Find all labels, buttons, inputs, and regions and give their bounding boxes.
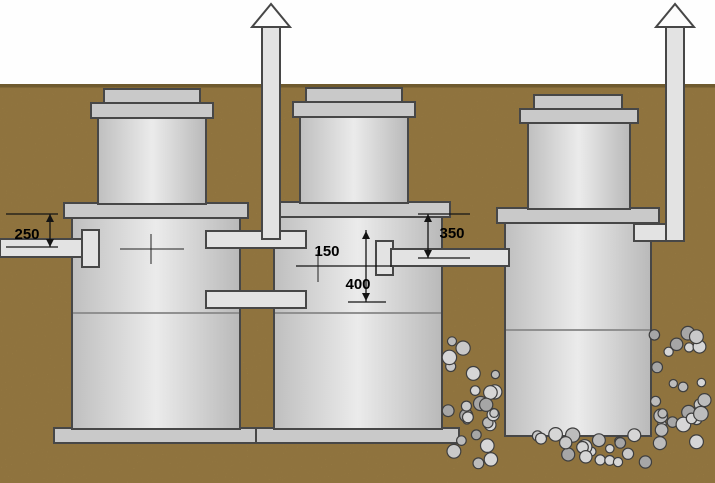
tank1-cover — [103, 88, 201, 104]
gravel-stone — [479, 397, 494, 412]
gravel-stone — [594, 454, 606, 466]
tank3-top-slab — [496, 207, 660, 224]
vent-pipe-left-riser — [261, 25, 281, 240]
centerline-crosshair-tank1 — [120, 234, 184, 264]
vent-pipe-right-riser — [665, 25, 685, 242]
tank1-base-slab — [53, 427, 258, 444]
gravel-stone — [483, 452, 499, 467]
dimension-350: 350 — [418, 213, 470, 259]
dim-250-label: 250 — [14, 226, 39, 243]
dim-400-label: 400 — [345, 276, 370, 293]
gravel-stone — [465, 365, 481, 381]
gravel-stone — [654, 423, 669, 437]
dim-arrow-down — [46, 239, 54, 247]
sky — [0, 0, 715, 86]
gravel-stone — [441, 404, 455, 418]
gravel-stone — [652, 436, 668, 451]
gravel-stone — [469, 385, 481, 397]
gravel-stone — [677, 381, 689, 393]
gravel-stone — [460, 400, 472, 412]
gravel-stone — [638, 455, 653, 469]
vent-pipe-left — [249, 2, 293, 240]
dimension-250: 250 — [6, 213, 58, 248]
gravel-stone — [648, 329, 661, 341]
gravel-stone — [627, 428, 642, 443]
tank3-riser — [527, 121, 631, 210]
dim-arrow-up — [46, 214, 54, 222]
septic-tank-1 — [53, 88, 258, 444]
tank2-cover — [305, 87, 403, 103]
gravel-stone — [455, 340, 471, 356]
vent-cap-left-arrow-icon — [249, 2, 293, 28]
gravel-stone — [472, 457, 485, 470]
tank1-riser — [97, 116, 207, 205]
tank2-lid-plate — [292, 101, 416, 118]
gravel-stone — [657, 408, 668, 419]
inlet-tee-fitting — [81, 229, 100, 268]
gravel-stone — [470, 429, 482, 441]
tank1-top-slab — [63, 202, 249, 219]
gravel-stone — [490, 369, 501, 380]
gravel-stone — [696, 377, 707, 388]
gravel-stone — [591, 433, 606, 448]
tank2-base-slab — [255, 427, 460, 444]
gravel-stone — [578, 449, 593, 464]
gravel-stone — [534, 432, 548, 445]
gravel-stone — [561, 447, 576, 462]
gravel-drainage — [441, 325, 712, 470]
gravel-stone — [693, 405, 709, 422]
gravel-stone — [441, 349, 458, 366]
gravel-stone — [461, 411, 474, 424]
inlet-pipe — [0, 238, 87, 258]
gravel-stone — [604, 443, 615, 454]
gravel-stone — [688, 329, 704, 345]
gravel-stone — [651, 361, 664, 374]
gravel-stone — [548, 427, 563, 442]
gravel-stone — [688, 434, 704, 450]
gravel-stone — [612, 456, 624, 468]
gravel-stone — [446, 443, 462, 459]
dim-arrow-down — [362, 293, 370, 301]
gravel-stone — [697, 393, 712, 408]
gravel-stone — [649, 395, 662, 407]
gravel-stone — [483, 385, 498, 400]
gravel-stone — [614, 437, 627, 449]
dim-arrow-up — [424, 214, 432, 222]
gravel-stone — [621, 447, 635, 460]
gravel-stone — [668, 378, 679, 389]
gravel-stone — [479, 438, 495, 454]
tank2-riser — [299, 115, 409, 204]
tank3-cover — [533, 94, 623, 110]
dim-350-label: 350 — [439, 225, 464, 242]
gravel-stone — [683, 342, 695, 353]
vent-cap-right-arrow-icon — [653, 2, 697, 28]
gravel-stone — [446, 336, 458, 347]
gravel-stone — [559, 436, 573, 450]
dim-150-label: 150 — [314, 243, 339, 260]
vent-pipe-right — [633, 2, 697, 242]
tank3-lid-plate — [519, 108, 639, 124]
overflow-pipe-upper — [205, 230, 307, 249]
tank2-top-slab — [265, 201, 451, 218]
ground-surface-line — [0, 84, 715, 88]
gravel-stone — [663, 346, 674, 357]
overflow-pipe-lower — [205, 290, 307, 309]
gravel-stone — [456, 435, 467, 447]
tank1-lid-plate — [90, 102, 214, 119]
dim-arrow-up — [362, 231, 370, 239]
dim-arrow-down — [424, 250, 432, 258]
drainage-well — [496, 94, 660, 437]
dimension-150-400: 150 400 — [296, 230, 392, 303]
gravel-stone — [669, 337, 684, 352]
gravel-stone — [489, 408, 500, 419]
